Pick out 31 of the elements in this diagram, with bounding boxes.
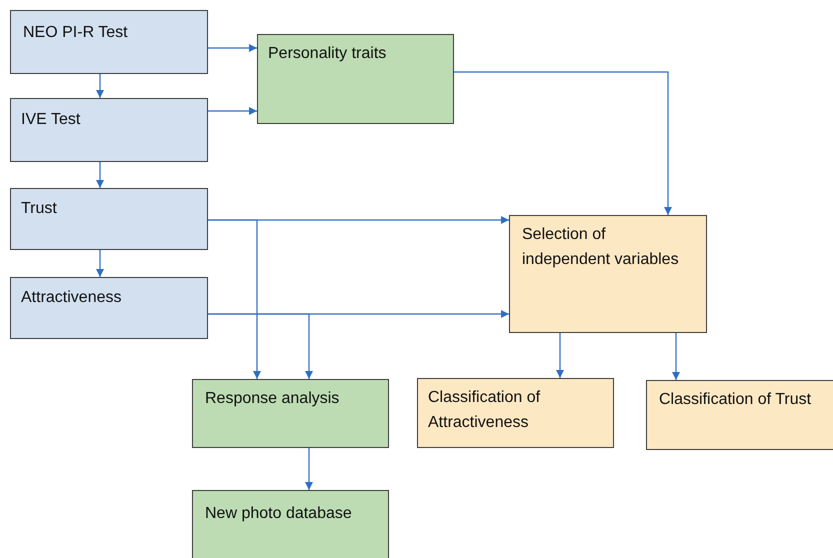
box-label: Classification of Attractiveness bbox=[428, 388, 542, 433]
process-box bbox=[509, 215, 707, 333]
arrow bbox=[96, 162, 104, 188]
arrow bbox=[208, 107, 257, 115]
box-label: NEO PI-R Test bbox=[23, 23, 129, 43]
box-label: Attractiveness bbox=[21, 288, 122, 308]
arrow bbox=[672, 333, 680, 380]
process-box bbox=[192, 379, 389, 448]
arrow bbox=[556, 333, 564, 378]
box-label: Response analysis bbox=[205, 389, 340, 409]
arrow bbox=[96, 74, 104, 98]
process-box bbox=[192, 490, 389, 558]
box-label: Classification of Trust bbox=[659, 390, 812, 410]
box-label: Personality traits bbox=[268, 44, 388, 64]
box-label: New photo database bbox=[205, 504, 353, 524]
process-box bbox=[417, 378, 614, 448]
arrow bbox=[96, 250, 104, 277]
box-label: IVE Test bbox=[21, 110, 82, 130]
box-label: Trust bbox=[21, 199, 58, 219]
process-box bbox=[10, 188, 208, 250]
box-label: Selection of independent variables bbox=[522, 225, 680, 270]
arrow bbox=[208, 313, 313, 379]
arrow bbox=[208, 219, 261, 379]
process-box bbox=[646, 380, 833, 450]
arrow bbox=[454, 71, 672, 215]
process-box bbox=[10, 10, 208, 74]
process-box bbox=[10, 277, 208, 339]
arrow bbox=[208, 44, 257, 52]
process-box bbox=[10, 98, 208, 162]
process-box bbox=[257, 34, 454, 124]
arrow bbox=[305, 448, 313, 490]
